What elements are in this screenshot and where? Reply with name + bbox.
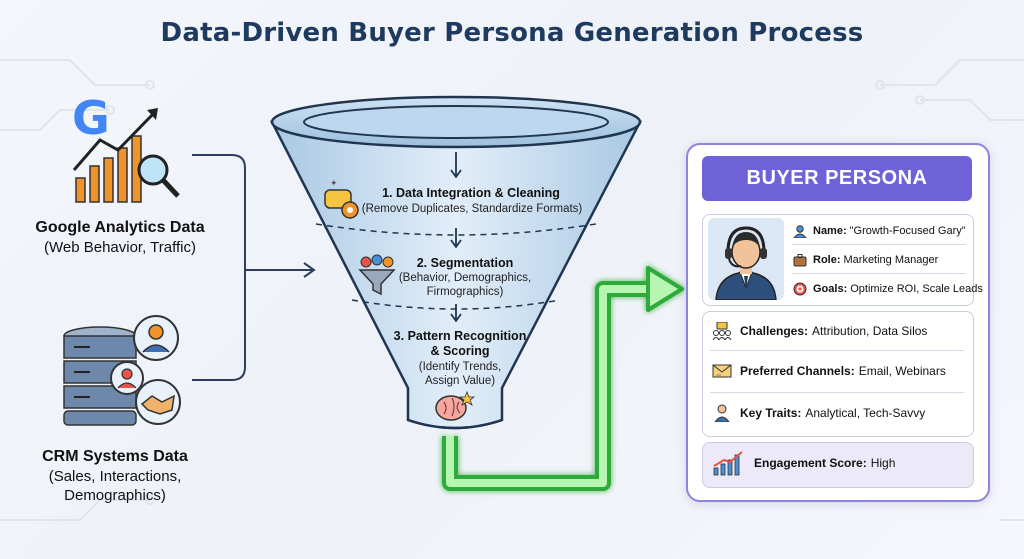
- briefcase-icon: [793, 253, 807, 267]
- persona-role-row: Role: Marketing Manager: [793, 253, 938, 267]
- persona-score-value: High: [870, 456, 896, 470]
- target-icon: [793, 282, 807, 296]
- persona-goals-value: Optimize ROI, Scale Leads: [850, 283, 983, 295]
- persona-challenges-row: Challenges: Attribution, Data Silos: [712, 322, 927, 340]
- step-3-subtitle-line2: Assign Value): [424, 375, 496, 387]
- step-1-subtitle: (Remove Duplicates, Standardize Formats): [361, 203, 583, 215]
- step-3-title-line1: 3. Pattern Recognition: [393, 329, 527, 343]
- persona-channels-label: Preferred Channels:: [740, 364, 855, 378]
- bar-chart-icon: [712, 450, 746, 476]
- step-2-title: 2. Segmentation: [416, 256, 514, 270]
- envelope-icon: [712, 363, 732, 379]
- source-title-google-analytics: Google Analytics Data: [35, 219, 205, 236]
- persona-goals-row: Goals: Optimize ROI, Scale Leads: [793, 282, 983, 296]
- svg-text:G: G: [72, 91, 110, 145]
- brain-icon: [435, 390, 476, 421]
- persona-score-label: Engagement Score:: [754, 456, 867, 470]
- source-subtitle-google-analytics: (Web Behavior, Traffic): [43, 239, 196, 256]
- persona-header: BUYER PERSONA: [702, 156, 972, 201]
- persona-traits-row: Key Traits: Analytical, Tech-Savvy: [712, 404, 925, 422]
- persona-name-row: Name: "Growth-Focused Gary": [793, 224, 966, 238]
- persona-challenges-value: Attribution, Data Silos: [812, 324, 928, 338]
- persona-channels-row: Preferred Channels: Email, Webinars: [712, 363, 946, 379]
- divider: [710, 350, 964, 351]
- step-3-subtitle-line1: (Identify Trends,: [418, 361, 502, 373]
- step-2-subtitle-line2: Firmographics): [426, 286, 504, 298]
- persona-score-row: Engagement Score: High: [712, 450, 895, 476]
- persona-traits-value: Analytical, Tech-Savvy: [805, 406, 926, 420]
- source-connector: [192, 154, 316, 381]
- divider: [792, 273, 966, 274]
- persona-score-box: [702, 442, 974, 488]
- avatar: [708, 218, 784, 301]
- source-subtitle-crm-line1: (Sales, Interactions,: [48, 468, 182, 485]
- persona-name-label: Name:: [813, 225, 847, 237]
- sponge-gear-icon: ✦: [324, 178, 359, 219]
- persona-details-box: [702, 311, 974, 437]
- persona-traits-label: Key Traits:: [740, 406, 802, 420]
- page-title: Data-Driven Buyer Persona Generation Pro…: [160, 18, 864, 48]
- step-1-title: 1. Data Integration & Cleaning: [382, 186, 560, 200]
- persona-channels-value: Email, Webinars: [858, 364, 946, 378]
- persona-goals-label: Goals:: [813, 283, 848, 295]
- persona-role-label: Role:: [813, 254, 841, 266]
- source-subtitle-crm-line2: Demographics): [64, 487, 166, 504]
- person-icon: [712, 404, 732, 422]
- output-arrow: [442, 266, 684, 491]
- step-2-subtitle-line1: (Behavior, Demographics,: [398, 272, 532, 284]
- source-title-crm: CRM Systems Data: [42, 448, 188, 465]
- segmentation-filter-icon: [358, 254, 396, 296]
- circuit-decoration: [0, 59, 1024, 521]
- analytics-chart-icon: G: [72, 91, 180, 203]
- team-icon: [712, 322, 732, 340]
- persona-role-value: Marketing Manager: [843, 254, 939, 266]
- divider: [710, 392, 964, 393]
- headset-agent-icon: [715, 226, 777, 301]
- funnel: [269, 95, 643, 430]
- svg-text:✦: ✦: [330, 178, 338, 188]
- persona-name-value: "Growth-Focused Gary": [849, 225, 966, 237]
- user-icon: [793, 224, 807, 238]
- persona-challenges-label: Challenges:: [740, 324, 809, 338]
- crm-database-icon: [63, 315, 181, 426]
- divider: [792, 244, 966, 245]
- step-3-title-line2: & Scoring: [430, 344, 490, 358]
